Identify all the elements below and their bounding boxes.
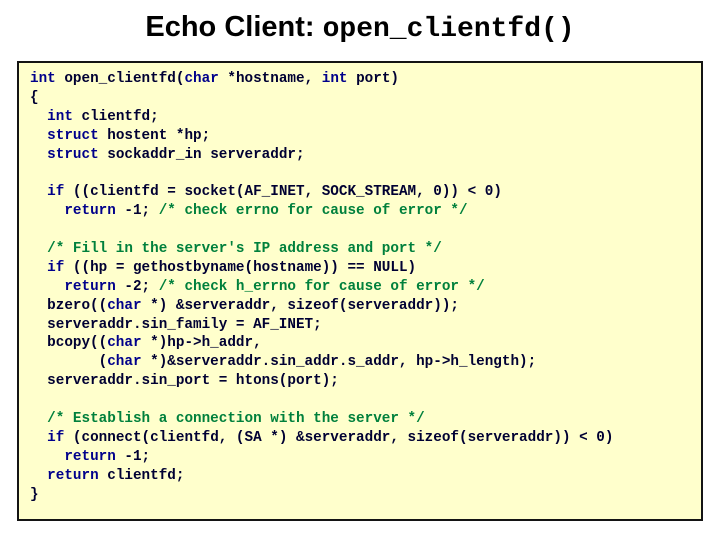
code-line: serveraddr.sin_port = htons(port); xyxy=(30,372,701,391)
code-token-kw: struct xyxy=(47,127,99,144)
page-title-code: open_clientfd() xyxy=(322,14,575,45)
code-token-kw: return xyxy=(64,203,116,220)
code-token-id: ( xyxy=(30,354,108,371)
code-token-cm: /* check errno for cause of error */ xyxy=(158,203,468,220)
code-token-kw: char xyxy=(107,354,142,371)
code-token-id xyxy=(30,411,47,427)
code-token-kw: int xyxy=(47,108,73,125)
code-token-id: ((clientfd = socket(AF_INET, SOCK_STREAM… xyxy=(64,184,502,201)
code-line: (char *)&serveraddr.sin_addr.s_addr, hp-… xyxy=(30,353,701,372)
code-token-id: -1; xyxy=(115,203,159,220)
code-token-id: bzero(( xyxy=(30,297,108,314)
code-line xyxy=(30,221,701,240)
code-line xyxy=(30,164,701,183)
code-token-id xyxy=(30,279,64,295)
code-token-id: open_clientfd( xyxy=(55,71,185,87)
code-token-id: *)hp->h_addr, xyxy=(141,335,262,352)
code-block-panel: int open_clientfd(char *hostname, int po… xyxy=(17,61,703,521)
code-token-kw: if xyxy=(47,259,65,276)
code-line: if (connect(clientfd, (SA *) &serveraddr… xyxy=(30,429,701,448)
code-token-id xyxy=(30,449,64,465)
code-token-kw: struct xyxy=(47,146,99,163)
code-token-kw: if xyxy=(47,429,65,446)
code-line: return -2; /* check h_errno for cause of… xyxy=(30,278,701,297)
code-token-id: clientfd; xyxy=(98,467,185,484)
code-token-kw: char xyxy=(107,297,142,314)
code-token-id xyxy=(30,260,47,276)
code-token-cm: /* Establish a connection with the serve… xyxy=(47,411,425,428)
code-token-id xyxy=(30,241,47,257)
code-token-kw: int xyxy=(30,71,56,87)
code-line: if ((hp = gethostbyname(hostname)) == NU… xyxy=(30,259,701,278)
code-token-id: ((hp = gethostbyname(hostname)) == NULL) xyxy=(64,259,417,276)
code-token-kw: if xyxy=(47,184,65,201)
code-token-id: serveraddr.sin_port = htons(port); xyxy=(30,373,339,390)
code-token-id: (connect(clientfd, (SA *) &serveraddr, s… xyxy=(64,429,614,446)
code-token-id xyxy=(30,128,47,144)
code-token-kw: char xyxy=(184,71,219,87)
page-title: Echo Client: open_clientfd() xyxy=(0,8,720,51)
code-token-id: { xyxy=(30,89,39,106)
code-line: bcopy((char *)hp->h_addr, xyxy=(30,334,701,353)
page-title-plain: Echo Client: xyxy=(145,11,323,43)
code-line: /* Fill in the server's IP address and p… xyxy=(30,240,701,259)
code-token-kw: return xyxy=(64,448,116,465)
code-token-id xyxy=(30,468,47,484)
code-line: int open_clientfd(char *hostname, int po… xyxy=(30,70,701,89)
code-line: int clientfd; xyxy=(30,108,701,127)
code-line: if ((clientfd = socket(AF_INET, SOCK_STR… xyxy=(30,183,701,202)
code-token-kw: return xyxy=(47,467,99,484)
code-token-id xyxy=(30,184,47,200)
code-token-id: *)&serveraddr.sin_addr.s_addr, hp->h_len… xyxy=(141,354,537,371)
code-line xyxy=(30,391,701,410)
code-line: return -1; /* check errno for cause of e… xyxy=(30,202,701,221)
code-token-id: *) &serveraddr, sizeof(serveraddr)); xyxy=(141,297,459,314)
code-line: struct sockaddr_in serveraddr; xyxy=(30,146,701,165)
code-line: return clientfd; xyxy=(30,467,701,486)
code-token-id: -2; xyxy=(115,278,159,295)
code-line: return -1; xyxy=(30,448,701,467)
code-line: struct hostent *hp; xyxy=(30,127,701,146)
code-line: /* Establish a connection with the serve… xyxy=(30,410,701,429)
code-token-id: port) xyxy=(347,71,399,87)
code-token-id: sockaddr_in serveraddr; xyxy=(98,146,305,163)
code-line: bzero((char *) &serveraddr, sizeof(serve… xyxy=(30,297,701,316)
code-token-kw: return xyxy=(64,278,116,295)
code-listing: int open_clientfd(char *hostname, int po… xyxy=(19,63,701,504)
code-token-id: bcopy(( xyxy=(30,335,108,352)
code-line: { xyxy=(30,89,701,108)
code-token-id: } xyxy=(30,486,39,503)
code-token-id xyxy=(30,430,47,446)
code-token-cm: /* Fill in the server's IP address and p… xyxy=(47,241,442,258)
code-token-id: hostent *hp; xyxy=(98,127,211,144)
code-token-id: serveraddr.sin_family = AF_INET; xyxy=(30,316,322,333)
code-token-id xyxy=(30,109,47,125)
code-token-id: -1; xyxy=(115,448,151,465)
code-token-kw: int xyxy=(321,71,348,87)
code-token-id xyxy=(30,147,47,163)
code-token-kw: char xyxy=(107,335,142,352)
code-token-id: *hostname, xyxy=(218,71,322,87)
code-token-cm: /* check h_errno for cause of error */ xyxy=(158,278,485,295)
code-line: } xyxy=(30,486,701,505)
code-token-id xyxy=(30,203,64,219)
code-token-id: clientfd; xyxy=(72,108,159,125)
code-line: serveraddr.sin_family = AF_INET; xyxy=(30,316,701,335)
